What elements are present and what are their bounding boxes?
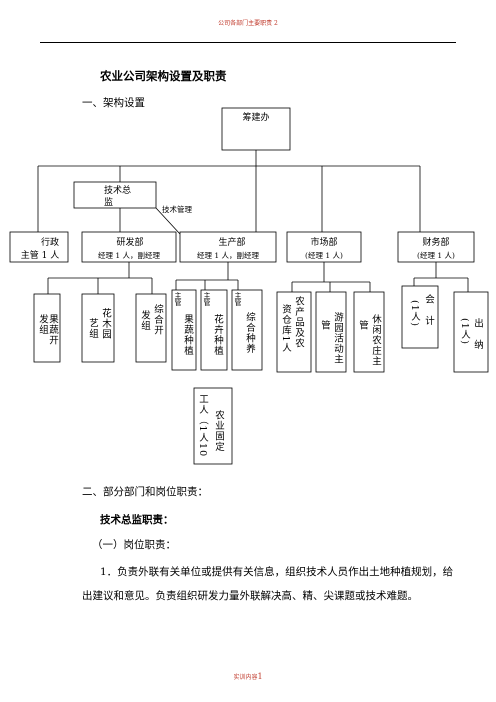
market-note: (经理 1 人): [305, 250, 343, 260]
market-unit-2-b: 游园活动主: [332, 312, 343, 365]
rd-unit-1-b: 果蔬开: [47, 314, 58, 346]
header-rule: [40, 42, 456, 43]
finance-note: (经理 1 人): [417, 250, 455, 260]
org-box-tech-director: [73, 181, 157, 209]
finance-unit-1-a: (1人): [409, 300, 420, 327]
page-footer: 实训内容1: [0, 672, 496, 681]
finance-name: 财务部: [422, 236, 449, 248]
tech-director-label-2: 监: [104, 196, 113, 208]
tech-mgmt-label: 技术管理: [162, 204, 192, 214]
duty-paragraph-1: 1．负责外联有关单位或提供有关信息，组织技术人员作出土地种植规划，给出建议和意见…: [82, 566, 454, 602]
section-heading-structure: 一、架构设置: [82, 97, 145, 109]
prod-unit-2-b: 花卉种植: [212, 314, 223, 356]
prod-note: 经理 1 人，副经理: [197, 250, 260, 260]
rd-note: 经理 1 人，副经理: [98, 250, 161, 260]
prod-unit-1-a: 主管: [174, 292, 182, 306]
admin-note: 主管 1 人: [21, 249, 59, 261]
footer-label: 实训内容: [233, 674, 258, 681]
finance-unit-1-b: 会计: [423, 294, 434, 337]
workers-a: 工人（1人10: [197, 394, 208, 458]
rd-unit-3-b: 综合开: [152, 304, 163, 336]
market-unit-3-b: 休闲农庄主: [370, 314, 381, 367]
org-box-admin: [9, 231, 69, 263]
workers-b: 农业固定: [213, 410, 224, 452]
prod-unit-3-a: 主管: [234, 292, 242, 306]
rd-unit-2-a: 艺组: [87, 318, 98, 339]
tech-director-label-1: 技术总: [104, 184, 131, 196]
org-top-label: 筹建办: [242, 111, 269, 123]
rd-unit-2-b: 花木园: [100, 308, 111, 340]
section-heading-duties: 二、部分部门和岗位职责：: [82, 486, 208, 498]
page-header: 公司各部门主要职责 2: [218, 20, 278, 27]
market-unit-3-a: 管: [357, 320, 368, 331]
market-unit-2-a: 管: [319, 320, 330, 331]
org-chart: 筹建办 技术总 监 技术管理 行政 主管 1 人 研发部 经理 1 人，副经理 …: [9, 107, 489, 465]
rd-unit-3-a: 发组: [139, 310, 150, 331]
admin-name: 行政: [41, 236, 59, 248]
page-number: 1: [257, 672, 263, 681]
role-title: 技术总监职责：: [100, 514, 174, 526]
market-unit-1-b: 农产品及农: [293, 296, 304, 349]
prod-name: 生产部: [218, 236, 245, 248]
duty-heading: （一）岗位职责：: [92, 539, 176, 551]
rd-name: 研发部: [116, 236, 143, 248]
prod-unit-3-b: 综合种养: [244, 312, 255, 354]
finance-unit-2-a: (1人): [459, 318, 470, 345]
finance-unit-2-b: 出纳: [472, 318, 483, 361]
rd-unit-1-a: 发组: [37, 314, 48, 335]
market-name: 市场部: [310, 236, 337, 248]
document-title: 农业公司架构设置及职责: [100, 69, 227, 83]
prod-unit-1-b: 果蔬种植: [182, 314, 193, 356]
market-unit-1-a: 资仓库1人: [280, 304, 291, 354]
prod-unit-2-a: 主管: [203, 292, 211, 306]
